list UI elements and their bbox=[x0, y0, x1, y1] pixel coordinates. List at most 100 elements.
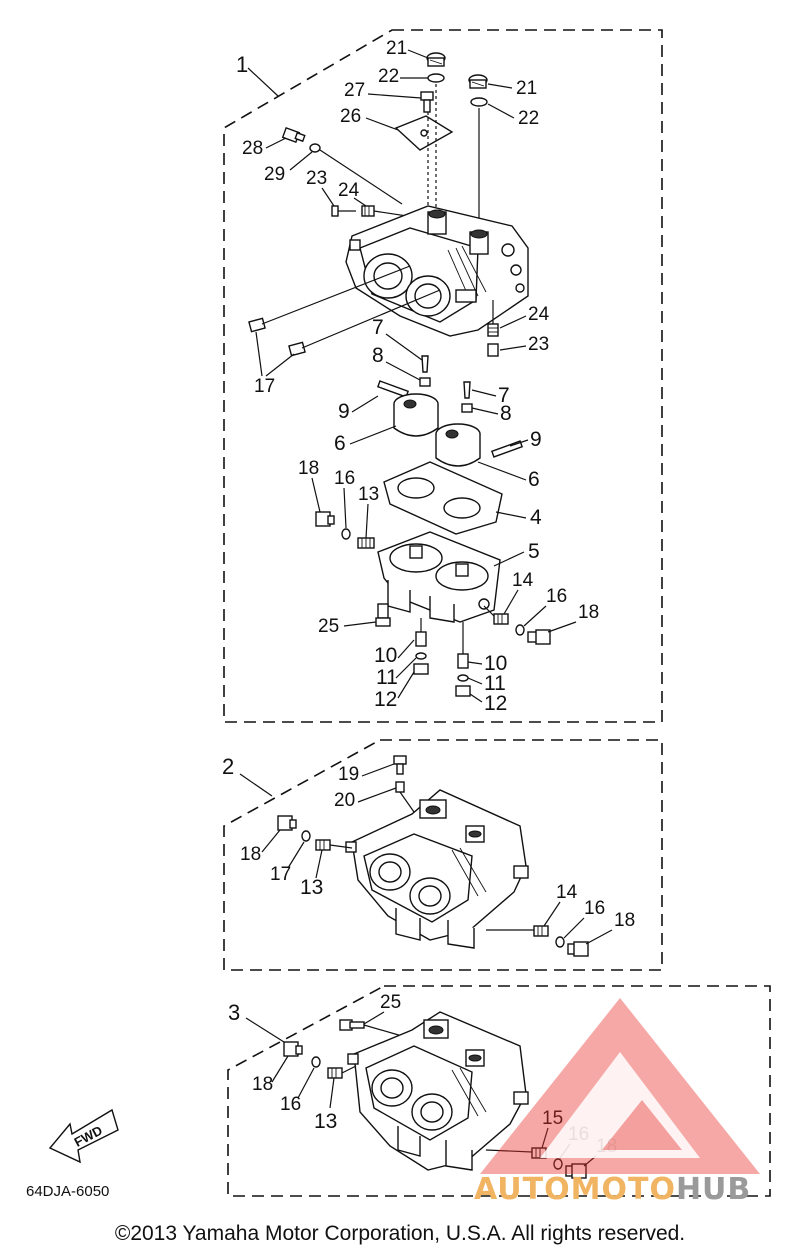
callout-16: 16 bbox=[280, 1094, 301, 1115]
plug-screw-part bbox=[283, 1041, 303, 1057]
callout-8: 8 bbox=[500, 402, 512, 425]
group-2-frame bbox=[223, 739, 663, 971]
washer-part bbox=[553, 1158, 563, 1170]
float-chamber-part bbox=[377, 531, 501, 623]
callout-10: 10 bbox=[484, 652, 507, 675]
throttle-valve-part bbox=[393, 393, 481, 467]
group-1-frame bbox=[223, 29, 663, 723]
callout-27: 27 bbox=[344, 80, 365, 101]
diagram-code: 64DJA-6050 bbox=[26, 1183, 109, 1200]
exploded-parts-diagram: 1 21 22 27 26 21 22 28 29 bbox=[26, 29, 771, 1200]
callout-18: 18 bbox=[252, 1074, 273, 1095]
callout-23: 23 bbox=[528, 334, 549, 355]
washer-part bbox=[301, 830, 311, 842]
group-2-label: 2 bbox=[222, 754, 234, 779]
screw-part bbox=[339, 1019, 365, 1031]
screw-part bbox=[487, 343, 499, 357]
forward-arrow-icon: FWD bbox=[48, 1108, 119, 1164]
plug-screw-part bbox=[527, 629, 551, 645]
callout-9: 9 bbox=[338, 400, 350, 423]
jet-needle-part bbox=[419, 355, 473, 413]
carburetor-body-1 bbox=[345, 205, 529, 337]
carburetor-body-3 bbox=[347, 1011, 529, 1171]
callout-13: 13 bbox=[300, 876, 323, 899]
jet-part bbox=[315, 839, 331, 851]
callout-11: 11 bbox=[376, 666, 398, 689]
callout-9: 9 bbox=[530, 428, 542, 451]
callout-28: 28 bbox=[242, 138, 263, 159]
callout-6: 6 bbox=[334, 432, 346, 455]
group-3-frame bbox=[227, 985, 771, 1197]
callout-23: 23 bbox=[306, 168, 327, 189]
fwd-label: FWD bbox=[72, 1123, 105, 1150]
carburetor-body-2 bbox=[345, 789, 529, 949]
callout-14: 14 bbox=[556, 882, 578, 903]
watermark-text: AUTOMOTOHUB bbox=[474, 1172, 752, 1207]
plug-part bbox=[468, 74, 488, 89]
callout-21: 21 bbox=[516, 78, 537, 99]
callout-26: 26 bbox=[340, 106, 361, 127]
callout-13: 13 bbox=[314, 1110, 337, 1133]
watermark-logo bbox=[480, 998, 760, 1174]
callout-24: 24 bbox=[338, 180, 360, 201]
callout-5: 5 bbox=[528, 540, 540, 563]
callout-18: 18 bbox=[578, 602, 599, 623]
callout-25: 25 bbox=[318, 616, 339, 637]
washer-part bbox=[311, 1056, 321, 1068]
callout-18: 18 bbox=[240, 844, 261, 865]
callout-17: 17 bbox=[254, 376, 275, 397]
callout-25: 25 bbox=[380, 992, 401, 1013]
callout-6: 6 bbox=[528, 468, 540, 491]
callout-29: 29 bbox=[264, 164, 285, 185]
callout-12: 12 bbox=[484, 692, 507, 715]
group-3-label: 3 bbox=[228, 1000, 240, 1025]
washer-part bbox=[515, 624, 525, 636]
callout-4: 4 bbox=[530, 506, 542, 529]
main-jet-part bbox=[413, 631, 429, 675]
callout-16: 16 bbox=[334, 468, 355, 489]
callout-24: 24 bbox=[528, 304, 550, 325]
plug-screw-part bbox=[567, 941, 589, 957]
plug-screw-part bbox=[315, 511, 335, 527]
callout-12: 12 bbox=[374, 688, 397, 711]
callout-10: 10 bbox=[374, 644, 397, 667]
callout-14: 14 bbox=[512, 570, 534, 591]
washer-part bbox=[555, 936, 565, 948]
spring-part bbox=[487, 323, 499, 337]
plug-screw-part bbox=[565, 1163, 587, 1179]
callout-18: 18 bbox=[614, 910, 635, 931]
washer-part bbox=[341, 528, 351, 540]
callout-7: 7 bbox=[498, 384, 510, 407]
callout-16: 16 bbox=[584, 898, 605, 919]
plug-screw-part bbox=[277, 815, 297, 831]
callout-22: 22 bbox=[518, 108, 539, 129]
washer-part bbox=[309, 143, 321, 153]
callout-17: 17 bbox=[270, 864, 291, 885]
callout-18: 18 bbox=[298, 458, 319, 479]
callout-13: 13 bbox=[358, 484, 379, 505]
fitting-part bbox=[281, 127, 306, 143]
callout-15: 15 bbox=[542, 1108, 563, 1129]
callout-8: 8 bbox=[372, 344, 384, 367]
callout-11: 11 bbox=[484, 672, 506, 695]
callout-22: 22 bbox=[378, 66, 399, 87]
washer-part bbox=[427, 73, 445, 83]
screw-part bbox=[375, 603, 391, 627]
washer-part bbox=[470, 97, 488, 107]
plug-part bbox=[426, 52, 446, 67]
group-1-label: 1 bbox=[236, 52, 248, 77]
callout-7: 7 bbox=[372, 316, 384, 339]
screw-part bbox=[331, 205, 356, 217]
gasket-part bbox=[383, 461, 503, 535]
bolt-part bbox=[248, 317, 306, 357]
jet-part bbox=[533, 925, 549, 937]
callout-19: 19 bbox=[338, 764, 359, 785]
bolt-part bbox=[420, 91, 434, 113]
jet-part bbox=[357, 537, 375, 549]
screw-part bbox=[393, 755, 407, 775]
jet-part bbox=[493, 613, 509, 625]
callout-20: 20 bbox=[334, 790, 355, 811]
jet-part bbox=[327, 1067, 343, 1079]
main-jet-part bbox=[455, 653, 471, 697]
spring-part bbox=[361, 205, 375, 217]
